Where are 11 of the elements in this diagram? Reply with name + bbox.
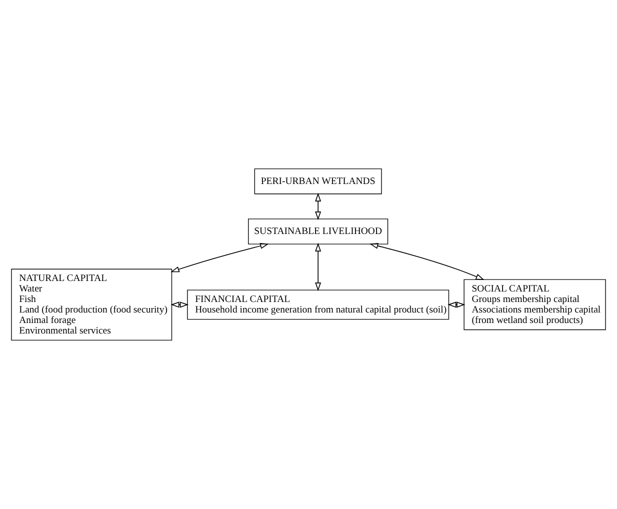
node-box: FINANCIAL CAPITAL Household income generation from natural capital product (soil) [187,290,450,320]
node-box: NATURAL CAPITAL Water Fish Land (food production (food security) Animal forage Environmental services [11,268,172,341]
arrow [315,192,322,220]
arrow [170,302,189,308]
arrow [448,302,466,308]
node-box: SOCIAL CAPITAL Groups membership capital Associations membership capital (from wetland soil products) [464,279,606,330]
arrow [170,243,269,272]
node-box: PERI-URBAN WETLANDS [254,168,382,194]
arrow [369,242,484,280]
arrow [315,242,322,292]
node-box: SUSTAINABLE LIVELIHOOD [248,218,388,244]
